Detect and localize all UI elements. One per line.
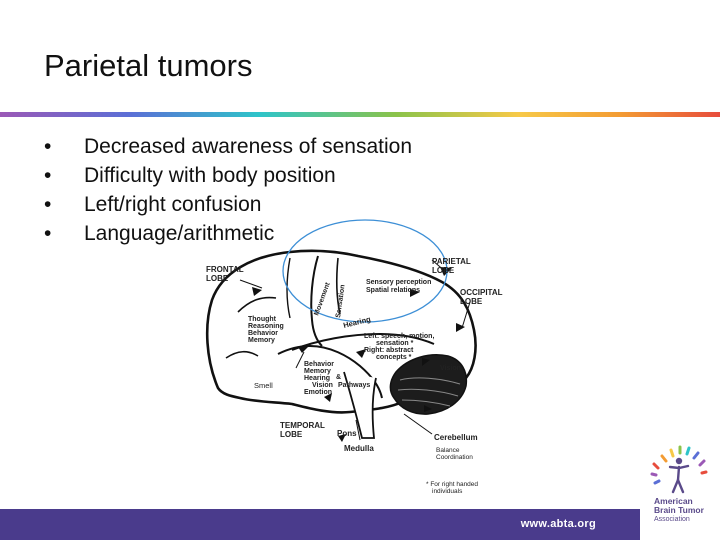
label-right-abstract: Right: abstract bbox=[364, 347, 414, 354]
bullet-list: •Decreased awareness of sensation •Diffi… bbox=[44, 132, 412, 248]
label-smell: Smell bbox=[254, 381, 273, 390]
label-behavior-temporal: Behavior bbox=[304, 361, 334, 368]
accent-rule bbox=[0, 112, 720, 117]
footer-website-link[interactable]: www.abta.org bbox=[520, 518, 596, 530]
label-behavior-frontal: Behavior bbox=[248, 330, 278, 337]
label-pathways: Pathways bbox=[338, 382, 370, 389]
footer-bar bbox=[0, 509, 720, 540]
footnote-right-handed: * For right handed bbox=[426, 481, 478, 488]
bullet-item: •Decreased awareness of sensation bbox=[44, 132, 412, 161]
label-pons: Pons bbox=[337, 429, 357, 438]
label-vision: Vision bbox=[440, 365, 461, 372]
label-occipital-lobe: OCCIPITAL bbox=[460, 288, 503, 297]
label-left-speech: Left: speech, motion, bbox=[364, 333, 434, 340]
bullet-item: •Language/arithmetic bbox=[44, 219, 412, 248]
central-sulcus bbox=[310, 255, 323, 347]
label-hearing-temporal: Hearing bbox=[304, 375, 330, 382]
brainstem bbox=[343, 371, 377, 439]
label-left-sensation: sensation * bbox=[376, 340, 414, 347]
label-temporal-lobe: TEMPORAL bbox=[280, 421, 325, 430]
bullet-dot-icon: • bbox=[44, 164, 52, 187]
bullet-dot-icon: • bbox=[44, 135, 52, 158]
label-frontal-lobe: FRONTAL bbox=[206, 265, 244, 274]
abta-logo-text: American Brain Tumor Association bbox=[654, 496, 704, 524]
label-cerebellum: Cerebellum bbox=[434, 433, 478, 442]
lateral-sulcus bbox=[291, 332, 435, 351]
label-spatial-relations: Spatial relations bbox=[366, 287, 420, 294]
label-parietal-lobe: PARIETAL bbox=[432, 257, 471, 266]
label-right-concepts: concepts * bbox=[376, 354, 412, 361]
label-balance: Balance bbox=[436, 447, 460, 454]
cerebellum-shape bbox=[389, 354, 468, 415]
label-emotion: Emotion bbox=[304, 389, 332, 396]
label-sensory-perception: Sensory perception bbox=[366, 279, 431, 286]
bullet-dot-icon: • bbox=[44, 193, 52, 216]
label-temporal-lobe-2: LOBE bbox=[280, 430, 303, 439]
label-vision-temporal: Vision bbox=[312, 382, 333, 389]
parietal-highlight-circle bbox=[282, 219, 448, 323]
label-coordination: Coordination bbox=[436, 454, 473, 461]
label-memory-temporal: Memory bbox=[304, 368, 331, 375]
label-reasoning: Reasoning bbox=[248, 323, 284, 330]
bullet-item: •Left/right confusion bbox=[44, 190, 412, 219]
bullet-item: •Difficulty with body position bbox=[44, 161, 412, 190]
label-memory-frontal: Memory bbox=[248, 337, 275, 344]
label-frontal-lobe-2: LOBE bbox=[206, 274, 229, 283]
label-medulla: Medulla bbox=[344, 444, 374, 453]
label-thought: Thought bbox=[248, 316, 277, 323]
abta-logo-icon bbox=[640, 404, 720, 540]
bullet-dot-icon: • bbox=[44, 222, 52, 245]
label-parietal-lobe-2: LOBE bbox=[432, 266, 455, 275]
slide-title: Parietal tumors bbox=[44, 48, 253, 83]
footnote-individuals: individuals bbox=[432, 488, 463, 495]
label-and-sign: & bbox=[336, 374, 341, 381]
label-occipital-lobe-2: LOBE bbox=[460, 297, 483, 306]
label-sensation: Sensation bbox=[335, 284, 347, 318]
